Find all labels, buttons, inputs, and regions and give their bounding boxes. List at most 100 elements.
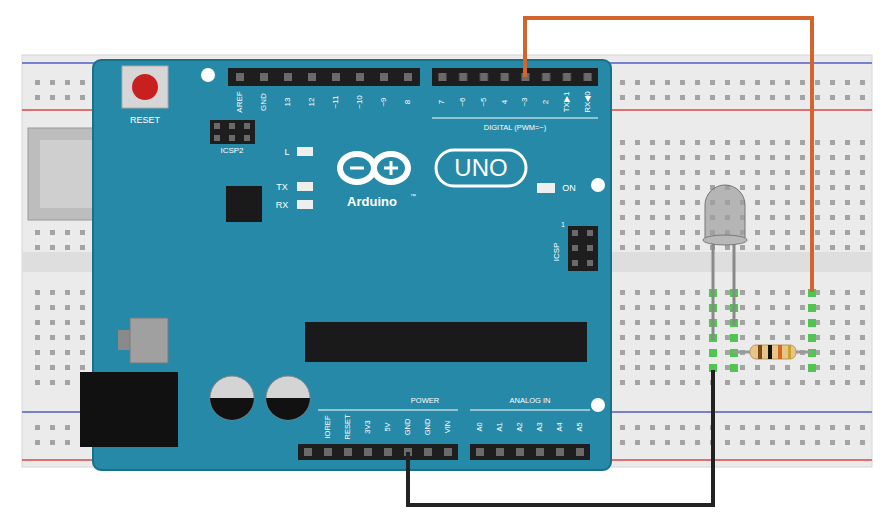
- resistor-symbol: [758, 345, 762, 359]
- icsp-header: [210, 120, 255, 144]
- chips: [226, 186, 587, 362]
- reset-button: [132, 74, 158, 100]
- resistor-symbol: [734, 345, 812, 359]
- arduino-logo: [340, 150, 526, 186]
- pin-name: GND: [260, 93, 268, 111]
- capacitors: [210, 376, 254, 420]
- pin-name: 5V: [384, 422, 392, 431]
- pin-name: ~11: [332, 96, 340, 109]
- icsp-header: [568, 226, 598, 271]
- led-label: L: [284, 148, 289, 157]
- pin-name: A0: [476, 422, 484, 431]
- connected-holes: [730, 364, 738, 372]
- resistor-symbol: [788, 345, 791, 359]
- wires: [408, 18, 812, 505]
- chips: [305, 322, 587, 362]
- voltage-regulator: [118, 318, 168, 363]
- arduino-board: [591, 178, 605, 192]
- arduino-logo: [390, 161, 393, 175]
- chips: [226, 186, 262, 222]
- capacitors: [210, 398, 254, 420]
- pin-name: VIN: [444, 421, 452, 434]
- pin-headers: [432, 68, 598, 86]
- led-symbol: [703, 235, 747, 245]
- arduino-logo: [350, 167, 364, 170]
- led-label: RX: [276, 201, 289, 210]
- pin-name: RESET: [344, 414, 352, 439]
- pin-name: GND: [404, 419, 412, 436]
- pin-headers: [298, 444, 458, 460]
- pin-name: 7: [438, 100, 446, 104]
- brand-name: Arduino: [347, 195, 397, 208]
- icsp-header: [210, 120, 598, 271]
- header-label: ANALOG IN: [510, 397, 551, 405]
- arduino-board: [201, 68, 215, 82]
- pin-name: A4: [556, 422, 564, 431]
- led-symbol: [703, 185, 747, 340]
- pin-name: ~10: [356, 95, 364, 109]
- reset-button: [122, 66, 168, 108]
- pin-name: 8: [404, 100, 412, 104]
- pin-name: A5: [576, 422, 584, 431]
- arduino-logo: [340, 154, 374, 182]
- pin-headers: [228, 68, 420, 86]
- pin-name: ~9: [380, 97, 388, 106]
- pin-name: ~3: [521, 97, 529, 106]
- pin-headers: [298, 444, 458, 460]
- pin-name: 12: [308, 98, 316, 107]
- connected-holes: [709, 349, 717, 357]
- wires: [408, 370, 713, 505]
- connected-holes: [808, 334, 816, 342]
- pin-name: A1: [496, 422, 504, 431]
- pin-name: GND: [424, 419, 432, 436]
- pin-headers: [432, 118, 598, 119]
- pin-name: 13: [284, 98, 292, 107]
- icsp-header: [568, 226, 598, 271]
- header-label: DIGITAL (PWM=~): [484, 124, 547, 132]
- pin-headers: [228, 68, 420, 86]
- trademark: ™: [410, 193, 416, 199]
- pin-name: ~5: [480, 97, 488, 106]
- status-leds: [297, 200, 313, 209]
- power-jack: [80, 372, 178, 447]
- resistor-symbol: [750, 345, 796, 359]
- header-label: ICSP: [553, 243, 561, 262]
- status-leds: [297, 147, 555, 209]
- led-symbol: [733, 240, 736, 325]
- button-label: RESET: [130, 116, 160, 125]
- pin-headers: [318, 410, 458, 411]
- pin-name: 3V3: [364, 420, 372, 433]
- pin-name: A2: [516, 422, 524, 431]
- pin-name: AREF: [236, 91, 244, 112]
- status-leds: [537, 183, 555, 193]
- pin-headers: [432, 68, 598, 86]
- pin-name: IOREF: [324, 416, 332, 439]
- status-leds: [297, 182, 313, 191]
- voltage-regulator: [130, 318, 168, 363]
- capacitors: [266, 398, 310, 420]
- header-label: ICSP2: [220, 147, 243, 155]
- connected-holes: [808, 304, 816, 312]
- led-label: ON: [562, 184, 576, 193]
- pin-headers: [470, 444, 590, 460]
- led-symbol: [712, 240, 715, 340]
- pin-name: ~6: [459, 97, 467, 106]
- resistor-symbol: [778, 345, 782, 359]
- led-label: TX: [276, 183, 288, 192]
- pin-name: 4: [501, 100, 509, 104]
- header-label: POWER: [411, 397, 439, 405]
- pin-name: A3: [536, 422, 544, 431]
- board-model: UNO: [454, 156, 507, 180]
- pin-name: RX◀0: [584, 91, 592, 113]
- resistor-symbol: [768, 345, 772, 359]
- capacitors: [210, 376, 310, 420]
- connected-holes: [709, 289, 816, 372]
- arduino-logo: [374, 154, 408, 182]
- connected-holes: [808, 364, 816, 372]
- pin-name: TX▶1: [563, 92, 571, 113]
- wires: [525, 18, 812, 292]
- pin-name: 2: [542, 100, 550, 104]
- power-jack: [80, 372, 178, 447]
- led-symbol: [705, 185, 745, 240]
